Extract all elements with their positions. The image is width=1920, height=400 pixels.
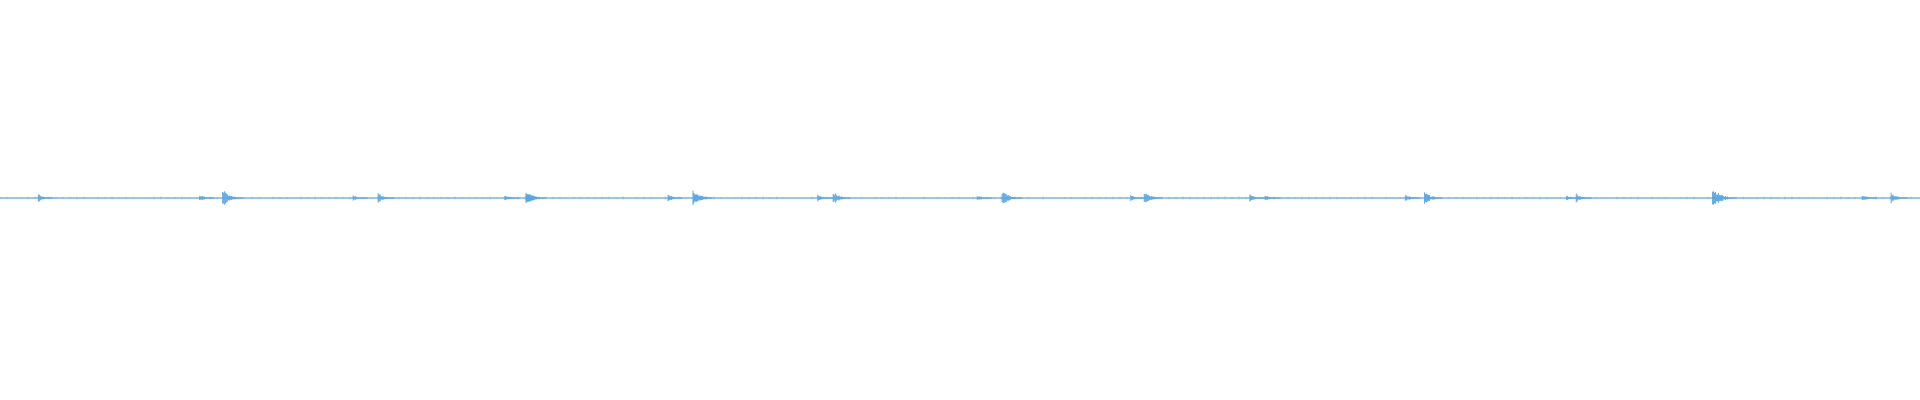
waveform-peak bbox=[37, 194, 53, 202]
waveform-peak bbox=[976, 196, 992, 200]
waveform-peak bbox=[377, 193, 395, 203]
waveform-peak bbox=[1264, 195, 1280, 201]
waveform-peak bbox=[1712, 191, 1736, 205]
waveform-peak bbox=[199, 196, 215, 200]
waveform-peak bbox=[832, 193, 851, 203]
waveform-peak bbox=[504, 195, 520, 201]
waveform-peak bbox=[667, 194, 683, 202]
waveform-peak bbox=[1404, 195, 1420, 201]
waveform-peaks bbox=[0, 190, 1919, 206]
waveform-peak bbox=[525, 192, 546, 204]
waveform-peak bbox=[1575, 193, 1592, 203]
waveform-peak bbox=[222, 191, 244, 205]
waveform-peak bbox=[1249, 194, 1266, 202]
waveform-peak bbox=[1861, 195, 1877, 201]
waveform-peak bbox=[1424, 192, 1443, 204]
waveform-peak bbox=[1890, 192, 1908, 204]
waveform-peak bbox=[1001, 192, 1022, 204]
waveform-peak bbox=[817, 194, 833, 202]
waveform-peak bbox=[1143, 193, 1162, 203]
waveform-peak bbox=[1130, 194, 1146, 202]
waveform-peak bbox=[692, 190, 713, 206]
waveform-peak bbox=[352, 195, 368, 201]
